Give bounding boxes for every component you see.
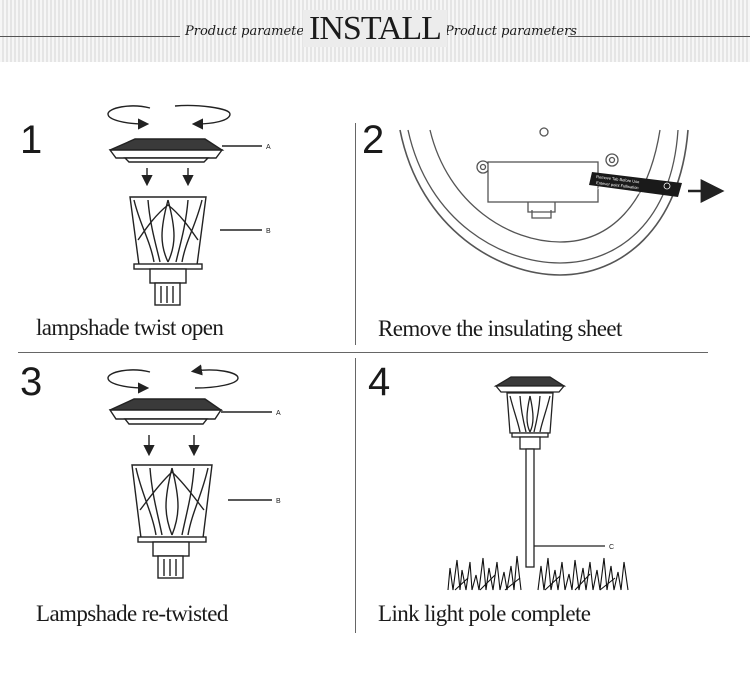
- divider-horizontal: [18, 352, 708, 353]
- divider-vertical-bottom: [355, 358, 356, 633]
- label-c: C: [609, 544, 614, 551]
- divider-vertical-top: [355, 123, 356, 345]
- label-a: A: [276, 410, 281, 417]
- header-rule-right: [568, 36, 750, 37]
- step-3-illustration: [107, 364, 272, 579]
- step-2-illustration: [399, 127, 689, 276]
- step-1-caption: lampshade twist open: [36, 315, 224, 340]
- lamp-cap-a: [108, 138, 225, 163]
- rotate-arrow-left: [107, 105, 151, 130]
- tab-text-1: Remove Tab Before Use: [596, 174, 641, 184]
- step-3-number: 3: [20, 360, 43, 404]
- lamp-cap-a: [108, 398, 224, 425]
- lamp-head: [493, 376, 567, 450]
- label-b: B: [276, 498, 281, 505]
- lamp-body-b: [129, 196, 207, 306]
- rotate-arrow-left: [107, 369, 151, 394]
- step-4-number: 4: [368, 360, 391, 404]
- step-2-number: 2: [362, 118, 385, 162]
- subtitle-right: Product parameters: [445, 24, 577, 39]
- page-title: INSTALL: [0, 10, 750, 48]
- step-4-illustration: [447, 376, 629, 591]
- rotate-arrow-right: [190, 364, 239, 389]
- subtitle-left: Product parameters: [185, 24, 317, 39]
- label-a: A: [266, 144, 271, 151]
- step-3-caption: Lampshade re-twisted: [36, 601, 228, 626]
- light-pole-c: [525, 448, 535, 568]
- grass: [447, 555, 629, 591]
- step-4-caption: Link light pole complete: [378, 601, 591, 626]
- step-2-caption: Remove the insulating sheet: [378, 316, 622, 341]
- step-1-illustration: [107, 104, 262, 306]
- lamp-body-b: [131, 464, 213, 579]
- label-b: B: [266, 228, 271, 235]
- tab-text-2: Entever point Fullisation: [596, 180, 639, 190]
- step-1-number: 1: [20, 118, 43, 162]
- header-rule-left: [0, 36, 180, 37]
- insulating-tab: Remove Tab Before Use Entever point Full…: [589, 172, 682, 197]
- rotate-arrow-right: [174, 104, 231, 130]
- tab-text-3: Grilles L Languette Avant De User: [596, 186, 650, 196]
